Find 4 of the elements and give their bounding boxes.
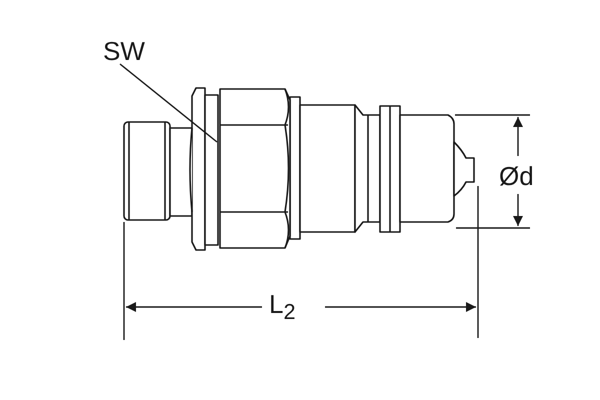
dimension-label: L$_{2}$ bbox=[269, 291, 296, 323]
leader-label: SW bbox=[103, 38, 145, 64]
dimension-label: Ød bbox=[499, 163, 534, 189]
hex-nut-drawing bbox=[217, 87, 292, 250]
